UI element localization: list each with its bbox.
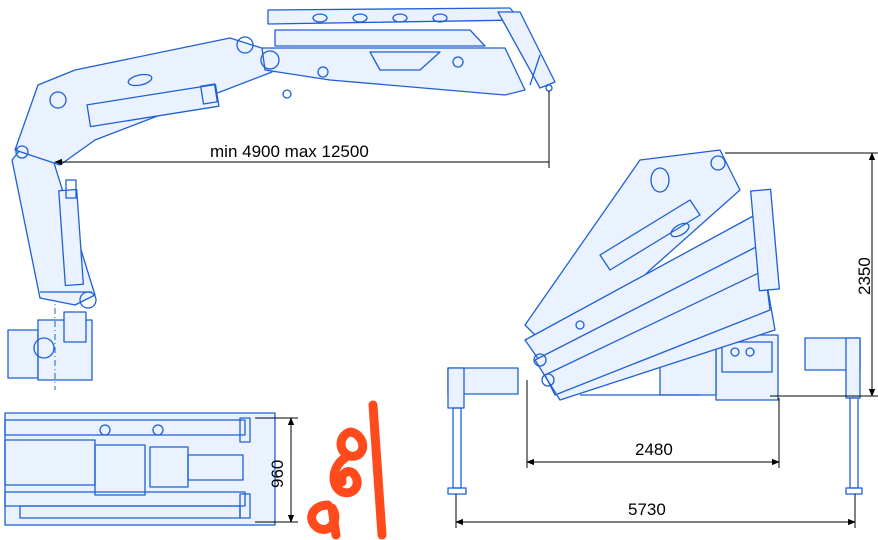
crane-top-view	[4, 412, 276, 526]
outrigger-span-label: 5730	[628, 500, 666, 519]
slewing-motor	[33, 337, 55, 359]
boom-pivot	[15, 145, 29, 159]
fold-cylinder	[86, 83, 220, 128]
top-view-outline	[4, 412, 276, 526]
lift-cylinder	[58, 188, 84, 287]
base-length-label: 2480	[635, 440, 673, 459]
crane-folded-view	[447, 149, 863, 495]
outrigger-left-leg	[452, 407, 462, 489]
base-width-dimension: 960	[255, 417, 298, 523]
outer-boom	[261, 47, 526, 96]
outrigger-right-leg	[849, 397, 859, 489]
reach-dimension-label: min 4900 max 12500	[210, 142, 369, 161]
height-dimension: 2350	[725, 152, 878, 397]
outrigger-left-leg-top	[447, 367, 465, 409]
outrigger-right-leg-top	[845, 337, 861, 399]
base-length-dimension: 2480	[526, 380, 780, 468]
height-dimension-label: 2350	[855, 257, 874, 295]
boom-tip	[497, 11, 556, 89]
handwritten-960-annotation	[307, 400, 387, 540]
extension-boom-mid	[274, 29, 486, 47]
base-width-label: 960	[268, 460, 287, 488]
outrigger-span-dimension: 5730	[455, 494, 856, 528]
crane-side-view-extended	[7, 7, 556, 390]
base-bracket	[63, 311, 87, 343]
hook-point	[545, 84, 553, 92]
base-plate-left	[7, 329, 39, 379]
reach-dimension: min 4900 max 12500	[54, 91, 550, 168]
